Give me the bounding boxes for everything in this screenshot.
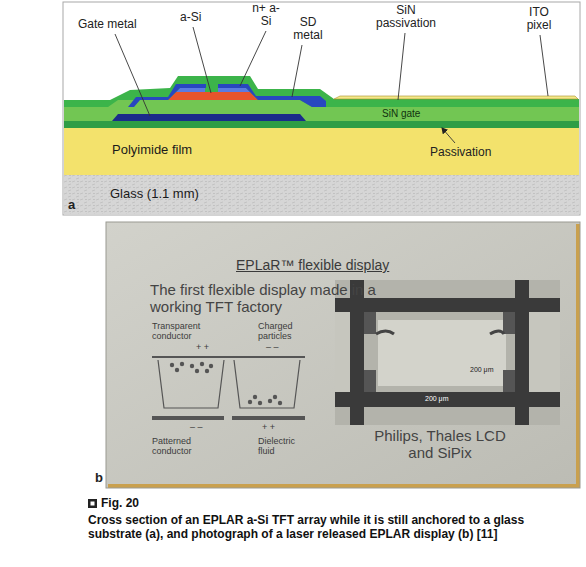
sin-passivation-layer — [64, 76, 579, 121]
patterned-conductor — [152, 416, 224, 420]
leader-line — [115, 34, 150, 116]
layer-name: Polyimide film — [112, 143, 192, 157]
panel-letter: a — [68, 198, 75, 212]
photo-edge — [108, 224, 578, 486]
part-label: Gate metal — [78, 18, 137, 31]
figure-number: Fig. 20 — [101, 497, 139, 510]
gate-metal — [112, 114, 306, 121]
cell-label: Dielectric fluid — [258, 437, 310, 457]
leader-line — [240, 31, 266, 86]
display-photo — [106, 222, 580, 488]
cell-drawing — [152, 357, 305, 420]
layer-band: Glass (1.1 mm) — [64, 175, 579, 214]
ito-pixel-layer — [334, 96, 578, 99]
layer-label: SiN gate — [382, 108, 420, 119]
transparent-conductor — [152, 356, 305, 358]
charge-sign: + + — [262, 423, 275, 433]
part-label: SiN passivation — [365, 4, 447, 30]
panel-frame — [63, 2, 580, 215]
part-label: a-Si — [180, 11, 201, 24]
patterned-conductor — [232, 416, 305, 420]
charge-sign: + + — [196, 343, 209, 353]
pixel-micrograph — [335, 280, 560, 425]
leader-line — [398, 33, 405, 100]
leader-arrow — [442, 128, 455, 143]
figure-icon — [91, 502, 95, 506]
glass-layer — [64, 175, 579, 214]
passivation-layer — [64, 121, 579, 128]
part-label: ITO pixel — [522, 6, 556, 32]
sd-metal — [218, 84, 326, 107]
part-label: SD metal — [288, 16, 328, 42]
leader-line — [540, 35, 548, 96]
figure-icon — [88, 499, 97, 508]
scale-label: 200 μm — [425, 395, 449, 403]
a-si-layer — [168, 92, 258, 100]
scale-label: 200 μm — [470, 366, 494, 374]
cell-label: Patterned conductor — [152, 437, 212, 457]
microcup — [158, 360, 224, 408]
panel-letter: b — [95, 471, 103, 485]
display-title: EPLaR™ flexible display — [236, 258, 389, 273]
figure-caption: Cross section of an EPLAR a-Si TFT array… — [88, 513, 580, 541]
layer-band: Polyimide film — [64, 128, 579, 175]
part-label: n+ a-Si — [252, 2, 280, 28]
n-plus-layer — [176, 88, 205, 92]
display-note: The first flexible display made in a wor… — [150, 282, 382, 315]
photo-frame — [106, 222, 580, 488]
layer-label: Passivation — [430, 146, 491, 159]
charge-sign: – – — [190, 423, 203, 433]
cell-label: Transparent conductor — [152, 322, 212, 342]
microcup — [234, 360, 300, 408]
n-plus-layer — [218, 88, 250, 92]
leader-line — [193, 27, 211, 93]
maker-names: Philips, Thales LCD and SiPix — [365, 428, 515, 461]
layer-name: Glass (1.1 mm) — [110, 187, 199, 201]
sd-metal — [128, 84, 206, 107]
polyimide-layer — [64, 128, 579, 175]
cell-label: Charged particles — [258, 322, 310, 342]
leader-line — [292, 45, 302, 97]
charge-sign: – – — [266, 343, 279, 353]
